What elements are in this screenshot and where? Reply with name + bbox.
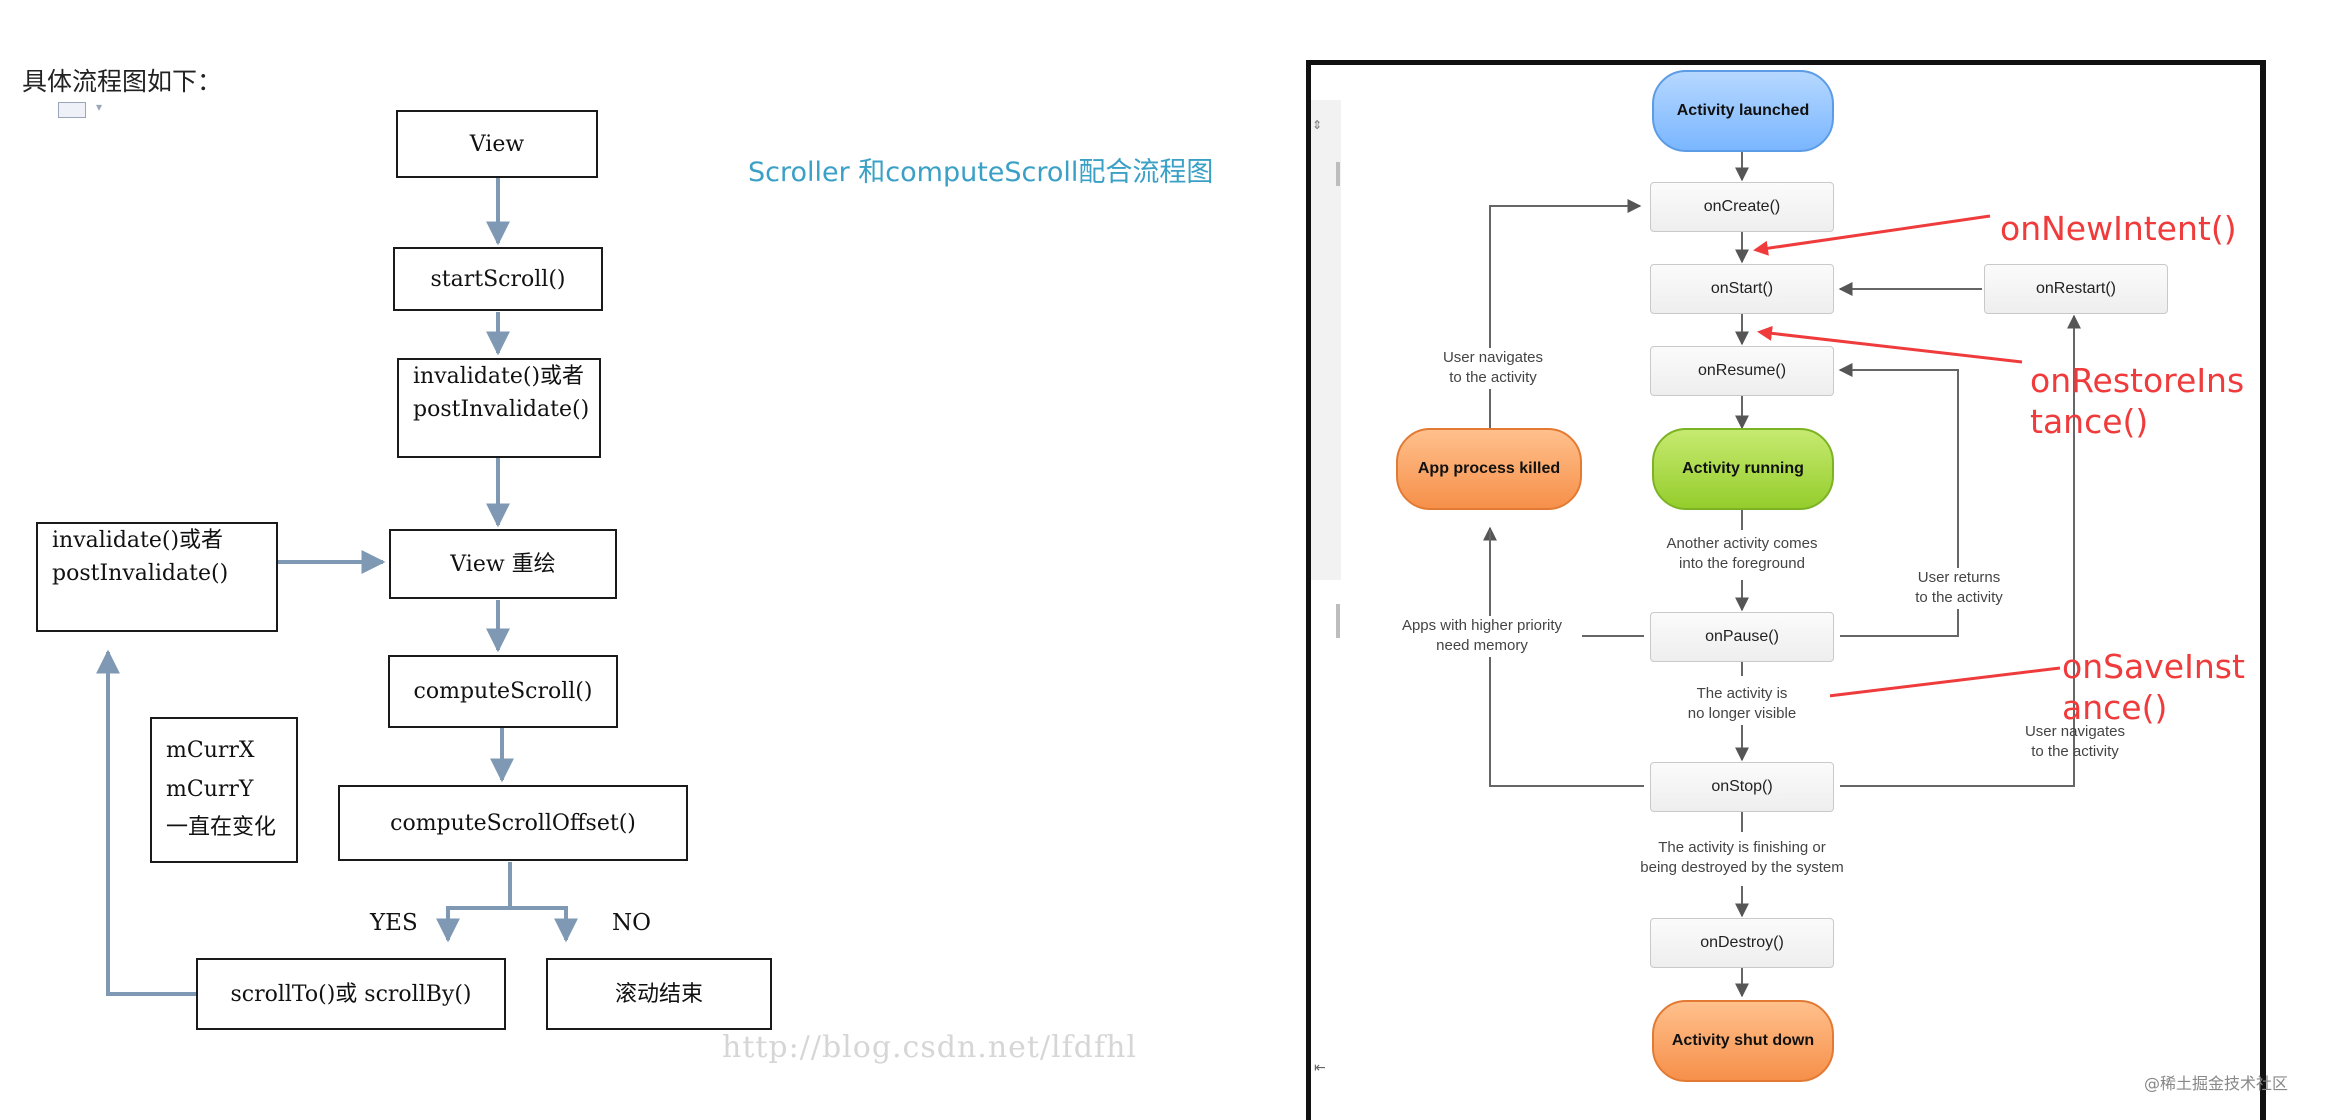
section-heading: 具体流程图如下： <box>22 67 223 96</box>
note-user-returns: User returns to the activity <box>1884 568 2034 609</box>
annotation-arrow-new-intent <box>1753 214 1991 256</box>
method-on-stop: onStop() <box>1650 762 1834 812</box>
scroll-thumb <box>1336 162 1340 186</box>
watermark: http://blog.csdn.net/lfdfhl <box>722 1030 1137 1065</box>
document-icon <box>58 102 86 118</box>
arrow-loop-back <box>96 649 196 996</box>
cursor-icon: ⇤ <box>1314 1060 1326 1076</box>
annotation-arrow-restore <box>1757 325 2023 364</box>
note-line-3: 一直在变化 <box>166 815 277 841</box>
diagram-caption: Scroller 和computeScroll配合流程图 <box>748 157 1214 188</box>
scroll-to-box: scrollTo()或 scrollBy() <box>196 958 506 1030</box>
invalidate-line-1: invalidate()或者 <box>413 364 585 389</box>
annotation-arrow-save <box>1809 666 2061 705</box>
state-activity-shut-down: Activity shut down <box>1652 1000 1834 1082</box>
scroll-arrow-icon: ⇕ <box>1312 118 1323 132</box>
annotation-on-restore-instance: onRestoreIns tance() <box>2030 361 2245 442</box>
state-app-process-killed: App process killed <box>1396 428 1582 510</box>
redraw-box: View 重绘 <box>389 529 617 599</box>
arrow-returns-resume <box>1838 363 1959 637</box>
arrow-stop-restart <box>1840 314 2081 787</box>
method-on-create: onCreate() <box>1650 182 1834 232</box>
credit-label: @稀土掘金技术社区 <box>2144 1074 2289 1093</box>
annotation-on-save-instance: onSaveInst ance() <box>2062 647 2245 728</box>
panel-right-border <box>2260 62 2266 1120</box>
state-activity-running: Activity running <box>1652 428 1834 510</box>
arrow-no-branch <box>510 906 578 943</box>
note-line-1: mCurrX <box>166 738 255 764</box>
scroll-thumb-2 <box>1336 604 1340 638</box>
invalidate-line-2: postInvalidate() <box>413 397 590 422</box>
note-finishing: The activity is finishing or being destr… <box>1600 838 1884 879</box>
invalidate-box: invalidate()或者 postInvalidate() <box>397 358 601 458</box>
chevron-down-icon: ▾ <box>96 100 103 114</box>
compute-scroll-box: computeScroll() <box>388 655 618 728</box>
side-invalidate-line-2: postInvalidate() <box>52 561 229 586</box>
view-box: View <box>396 110 598 178</box>
no-label: NO <box>612 910 651 936</box>
method-on-restart: onRestart() <box>1984 264 2168 314</box>
note-user-navigates-2: User navigates to the activity <box>2024 723 2126 761</box>
method-on-destroy: onDestroy() <box>1650 918 1834 968</box>
arrow-killed-create <box>1489 199 1642 428</box>
side-invalidate-line-1: invalidate()或者 <box>52 528 224 553</box>
compute-offset-box: computeScrollOffset() <box>338 785 688 861</box>
method-on-start: onStart() <box>1650 264 1834 314</box>
note-higher-priority: Apps with higher priority need memory <box>1382 616 1582 657</box>
yes-label: YES <box>370 910 418 936</box>
method-on-pause: onPause() <box>1650 612 1834 662</box>
side-invalidate-box: invalidate()或者 postInvalidate() <box>36 522 278 632</box>
state-activity-launched: Activity launched <box>1652 70 1834 152</box>
note-line-2: mCurrY <box>166 776 254 802</box>
variables-note-box: mCurrX mCurrY 一直在变化 <box>150 717 298 863</box>
note-user-navigates-1: User navigates to the activity <box>1398 348 1588 389</box>
note-no-longer-visible: The activity is no longer visible <box>1654 684 1830 725</box>
annotation-on-new-intent: onNewIntent() <box>2000 209 2237 248</box>
note-another-activity: Another activity comes into the foregrou… <box>1632 534 1852 575</box>
method-on-resume: onResume() <box>1650 346 1834 396</box>
arrow-yes-branch <box>436 862 512 943</box>
panel-left-border <box>1306 62 1311 1120</box>
panel-top-border <box>1306 60 2266 65</box>
left-flow-arrows <box>96 178 578 996</box>
line-stop-killed <box>1489 530 1644 787</box>
start-scroll-box: startScroll() <box>393 247 603 311</box>
scroll-end-box: 滚动结束 <box>546 958 772 1030</box>
